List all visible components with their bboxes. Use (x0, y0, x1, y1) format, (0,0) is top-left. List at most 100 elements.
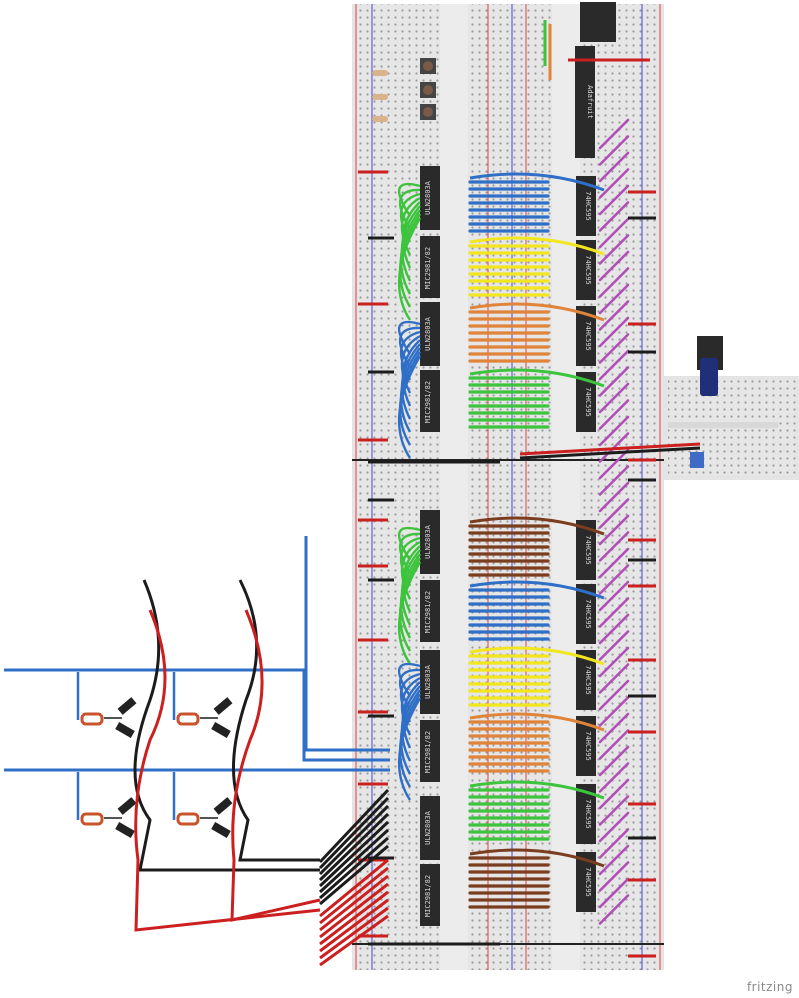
driver-chip-label: MIC2981/82 (424, 381, 432, 423)
diode (213, 697, 233, 715)
diode (117, 797, 137, 815)
fan-wire (397, 697, 422, 801)
shift-register-chip (576, 852, 596, 912)
ground-wire (133, 579, 320, 872)
top-chip-label: Adafruit (586, 85, 594, 119)
power-wire (319, 914, 389, 967)
shift-register-chip (576, 650, 596, 710)
diode (115, 822, 135, 838)
purple-wire (598, 861, 630, 892)
power-wires (519, 20, 701, 460)
solenoid-circuits (4, 536, 390, 967)
ground-wire (232, 579, 320, 862)
purple-wire (598, 234, 630, 265)
diode (211, 822, 231, 838)
driver-chip-label: MIC2981/82 (424, 591, 432, 633)
purple-wire (598, 844, 630, 876)
power-wire (319, 906, 389, 960)
jumper-wire (469, 236, 605, 256)
driver-chip (420, 796, 440, 860)
purple-wire (598, 448, 630, 480)
purple-wire (598, 250, 630, 282)
shift-register-chip (576, 520, 596, 580)
purple-wire (598, 349, 630, 381)
purple-wire (598, 630, 630, 661)
purple-wire (598, 300, 630, 331)
shift-register-chip-label: 74HC595 (584, 535, 592, 565)
jumper-wire (469, 848, 605, 868)
shift-register-chip-label: 74HC595 (584, 321, 592, 351)
jumper-wires (468, 172, 605, 909)
fan-wire (401, 545, 421, 613)
purple-wire (598, 382, 630, 414)
diode (115, 722, 135, 738)
purple-wire (598, 366, 630, 397)
shift-register-chip-label: 74HC595 (584, 867, 592, 897)
side-breadboard (664, 336, 799, 480)
fan-wire (401, 681, 421, 749)
driver-chip-label: ULN2803A (424, 664, 432, 699)
purple-wires (598, 118, 630, 925)
purple-wire (598, 531, 630, 562)
purple-wire (598, 828, 630, 859)
purple-wire (598, 712, 630, 744)
fan-wires (397, 182, 422, 801)
purple-wire (598, 663, 630, 694)
purple-wire (598, 679, 630, 711)
driver-chip (420, 236, 440, 298)
shift-register-chip (576, 372, 596, 432)
jumper-wire (469, 646, 605, 666)
ground-wire (319, 844, 389, 906)
driver-chip-label: ULN2803A (424, 316, 432, 351)
ground-wire (318, 788, 390, 864)
ground-wire (318, 812, 390, 882)
purple-wire (598, 151, 630, 183)
driver-chip-label: ULN2803A (424, 810, 432, 845)
shift-register-chip (576, 716, 596, 776)
power-wire (319, 858, 389, 918)
purple-wire (598, 811, 630, 843)
driver-chip (420, 370, 440, 432)
purple-wire (598, 729, 630, 760)
purple-wire (598, 118, 630, 150)
power-wire (319, 866, 389, 925)
fan-wire (401, 201, 421, 269)
purple-wire (598, 597, 630, 628)
capacitor (700, 358, 718, 396)
purple-wire (598, 184, 630, 216)
purple-wire (598, 465, 630, 496)
driver-chip (420, 864, 440, 926)
driver-chip-label: ULN2803A (424, 524, 432, 559)
jumper-wire (469, 172, 605, 192)
shift-register-chip (576, 784, 596, 844)
shift-register-chip (576, 584, 596, 644)
purple-wire (598, 283, 630, 315)
power-wire (319, 882, 389, 939)
driver-chip (420, 302, 440, 366)
terminal-block (690, 452, 704, 468)
purple-wire (598, 778, 630, 810)
driver-chip (420, 720, 440, 782)
shift-register-chip-label: 74HC595 (584, 191, 592, 221)
purple-wire (598, 316, 630, 348)
solenoid-coil (176, 812, 200, 826)
ground-wire (318, 820, 390, 888)
solenoid-coil (176, 712, 200, 726)
rail-wires (358, 170, 656, 958)
diode (117, 697, 137, 715)
purple-wire (598, 762, 630, 793)
shift-register-chip (576, 306, 596, 366)
shift-register-chip (576, 240, 596, 300)
shift-register-chip-label: 74HC595 (584, 387, 592, 417)
jumper-wire (469, 302, 605, 322)
power-wire (319, 874, 389, 932)
shift-register-chip-label: 74HC595 (584, 731, 592, 761)
purple-wire (598, 415, 630, 447)
purple-wire (598, 877, 630, 909)
ground-wire (318, 804, 390, 876)
purple-wire (598, 217, 630, 249)
jumper-wire (469, 712, 605, 732)
signal-wire (304, 536, 390, 752)
power-wire (319, 890, 389, 946)
